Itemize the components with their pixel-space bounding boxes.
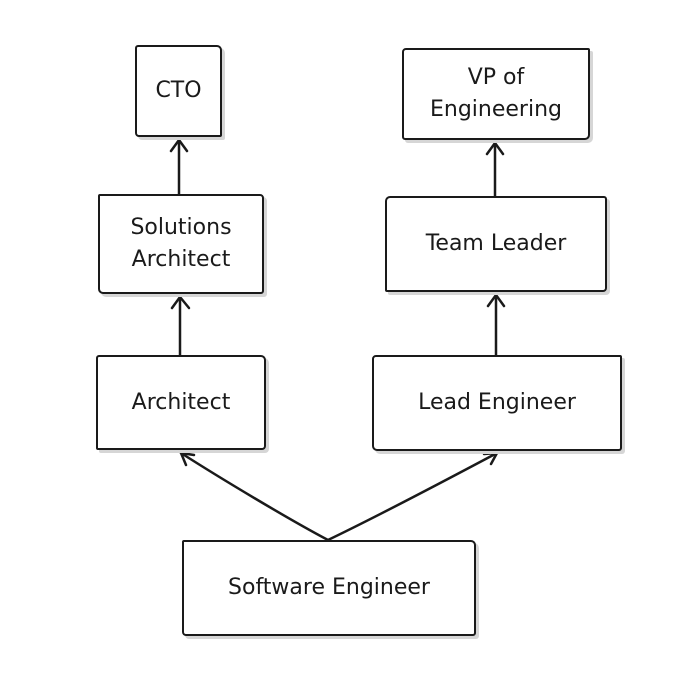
node-team-leader: Team Leader	[385, 196, 607, 292]
node-architect: Architect	[96, 355, 266, 450]
edge-lead-engineer-to-team-leader	[486, 293, 506, 357]
node-software-engineer-label: Software Engineer	[228, 575, 430, 600]
node-architect-label: Architect	[131, 389, 231, 415]
node-lead-engineer: Lead Engineer	[372, 355, 622, 451]
edge-software-engineer-to-architect	[179, 451, 330, 542]
node-vp-of-engineering: VP of Engineering	[402, 48, 590, 140]
edge-software-engineer-to-lead-engineer	[326, 451, 499, 542]
node-lead-engineer-label: Lead Engineer	[418, 390, 576, 415]
node-cto-label: CTO	[155, 78, 202, 103]
node-solutions-architect-label: Solutions Architect	[130, 215, 232, 272]
node-vp-of-engineering-label: VP of Engineering	[430, 65, 562, 122]
edge-team-leader-to-vp	[485, 141, 505, 198]
node-solutions-architect: Solutions Architect	[98, 194, 264, 294]
node-software-engineer: Software Engineer	[182, 540, 476, 636]
edge-solutions-architect-to-cto	[169, 138, 189, 196]
edge-architect-to-solutions-architect	[170, 295, 191, 357]
node-team-leader-label: Team Leader	[425, 231, 567, 256]
node-cto: CTO	[135, 45, 222, 137]
